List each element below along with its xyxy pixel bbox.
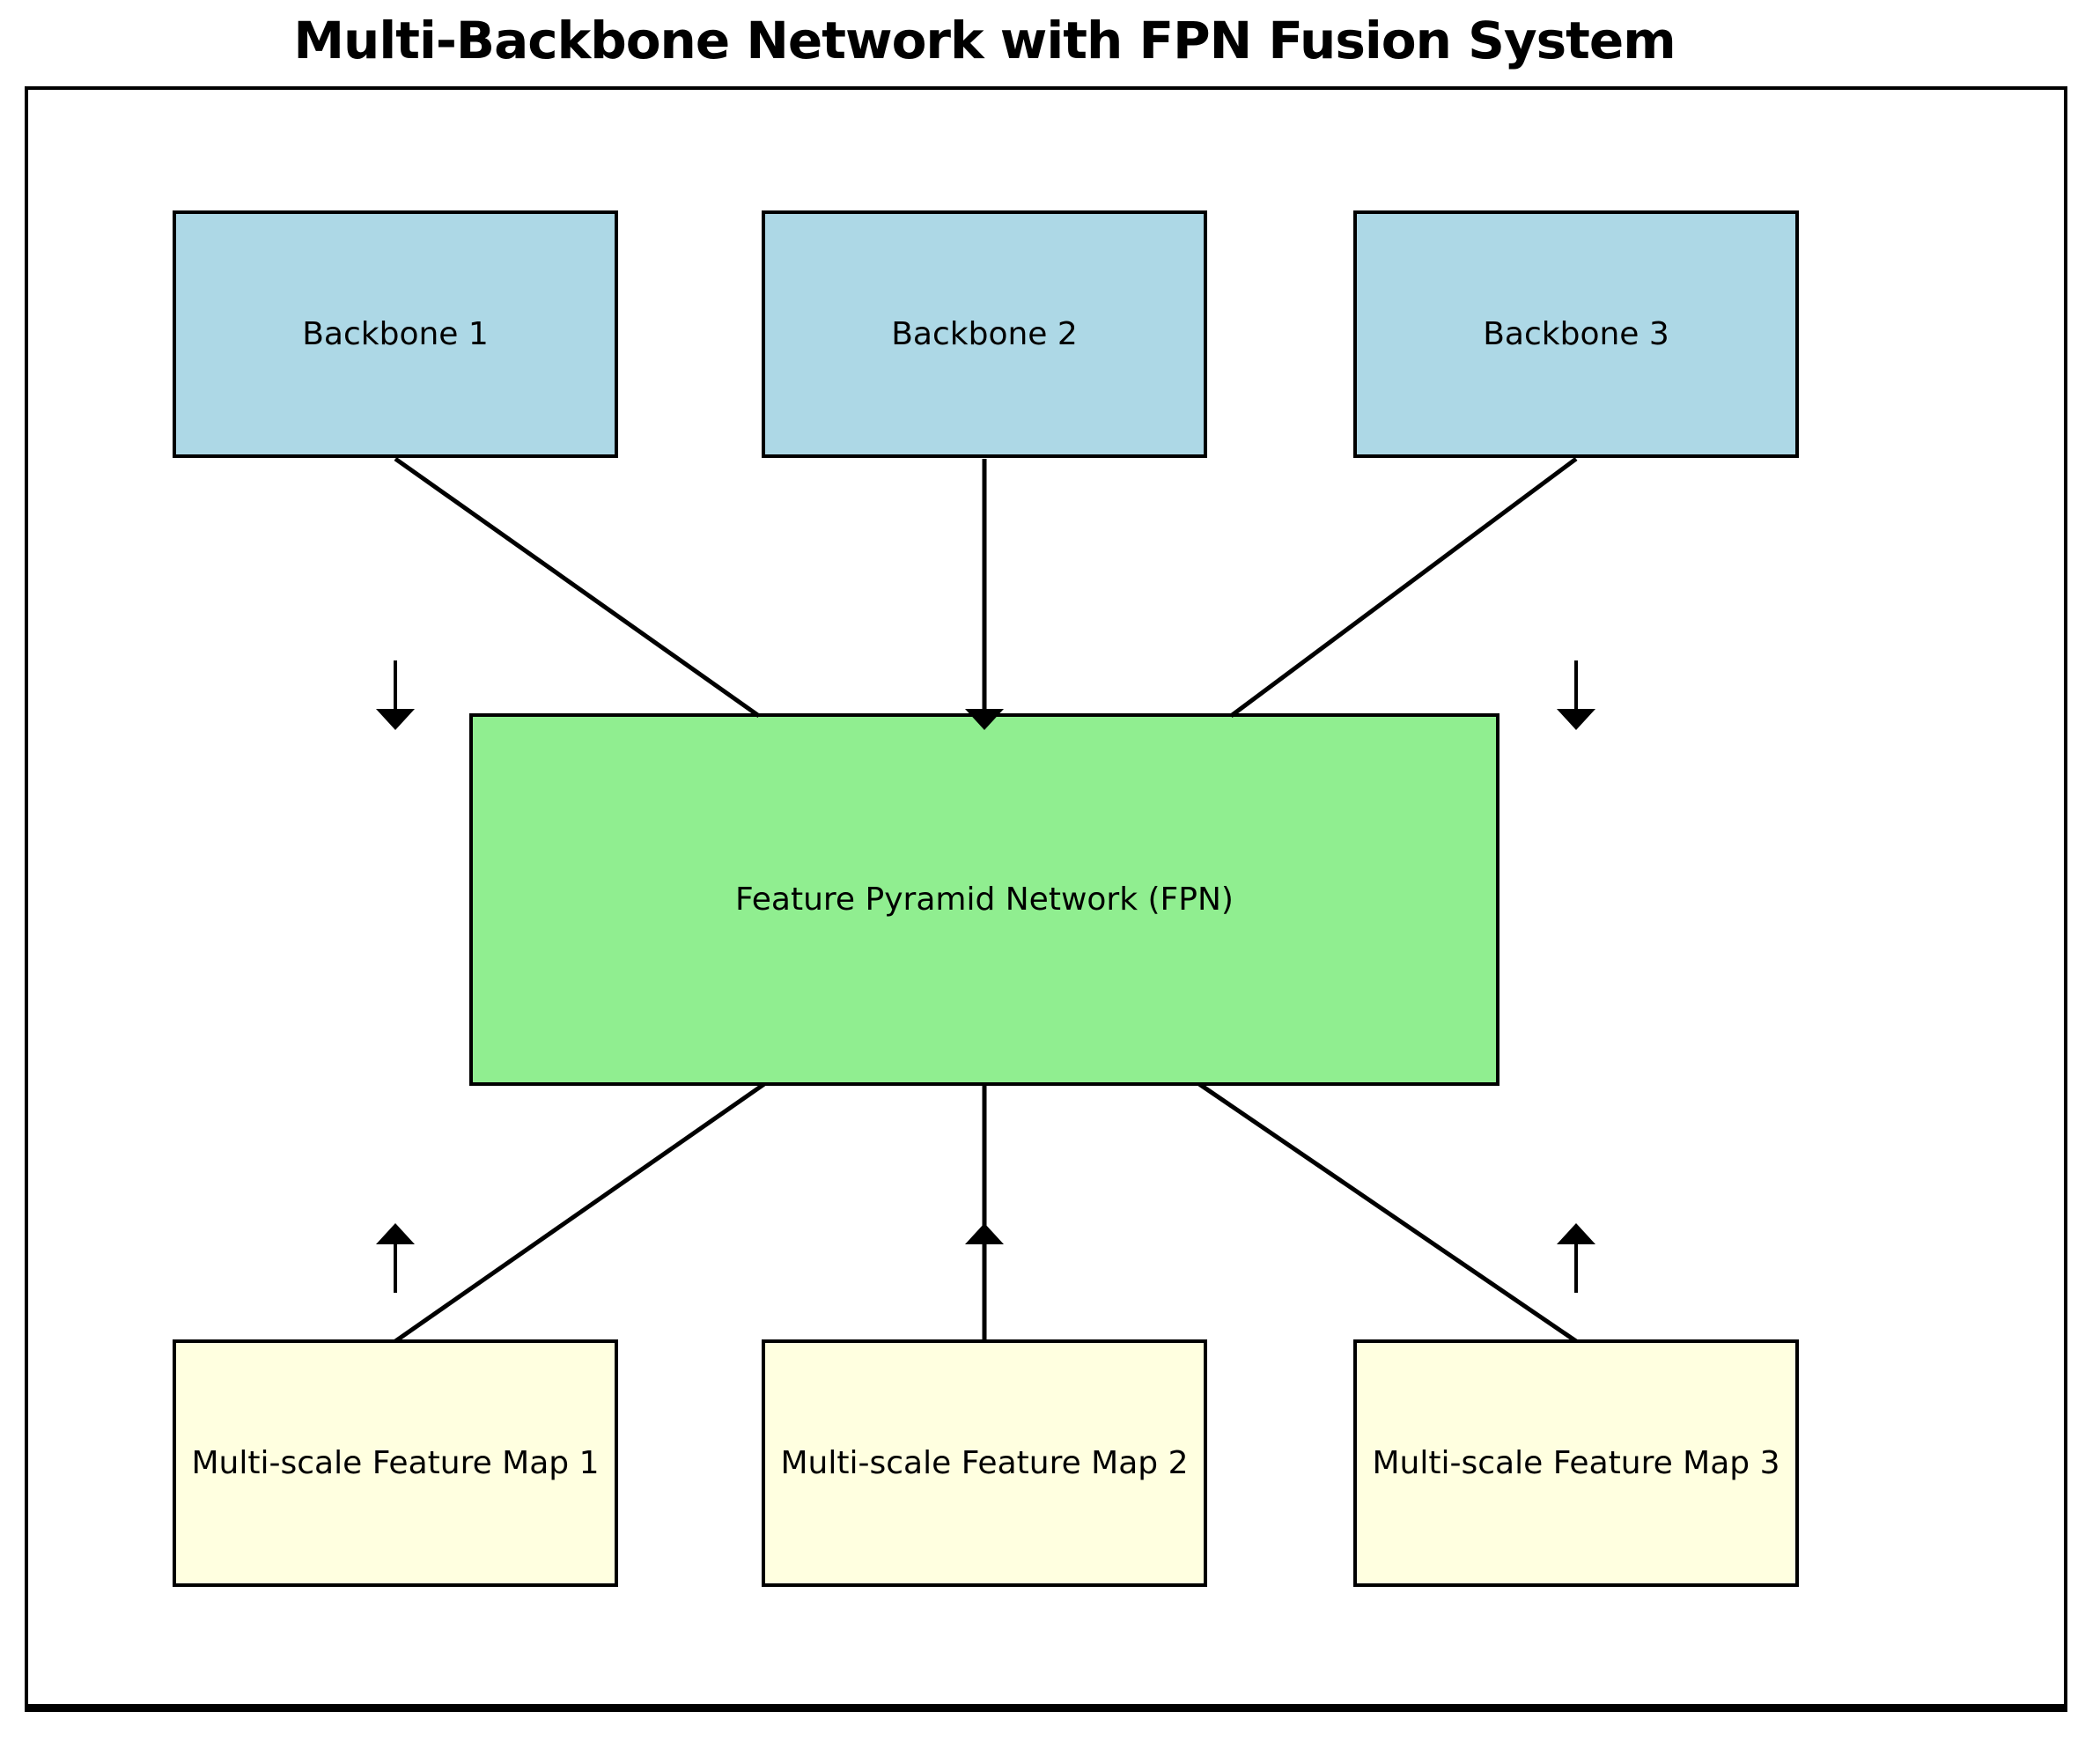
outer-border xyxy=(25,86,2067,1712)
diagram-title: Multi-Backbone Network with FPN Fusion S… xyxy=(293,11,1676,70)
feature-map-1-box: Multi-scale Feature Map 1 xyxy=(173,1339,618,1587)
feature-map-3-label: Multi-scale Feature Map 3 xyxy=(1372,1444,1780,1481)
backbone-3-label: Backbone 3 xyxy=(1483,315,1669,352)
feature-map-1-label: Multi-scale Feature Map 1 xyxy=(191,1444,600,1481)
backbone-1-label: Backbone 1 xyxy=(302,315,489,352)
fpn-box: Feature Pyramid Network (FPN) xyxy=(469,713,1499,1086)
backbone-2-label: Backbone 2 xyxy=(891,315,1078,352)
backbone-2-box: Backbone 2 xyxy=(762,210,1207,458)
feature-map-2-label: Multi-scale Feature Map 2 xyxy=(780,1444,1189,1481)
fpn-label: Feature Pyramid Network (FPN) xyxy=(735,881,1234,918)
backbone-3-box: Backbone 3 xyxy=(1353,210,1799,458)
feature-map-3-box: Multi-scale Feature Map 3 xyxy=(1353,1339,1799,1587)
backbone-1-box: Backbone 1 xyxy=(173,210,618,458)
feature-map-2-box: Multi-scale Feature Map 2 xyxy=(762,1339,1207,1587)
